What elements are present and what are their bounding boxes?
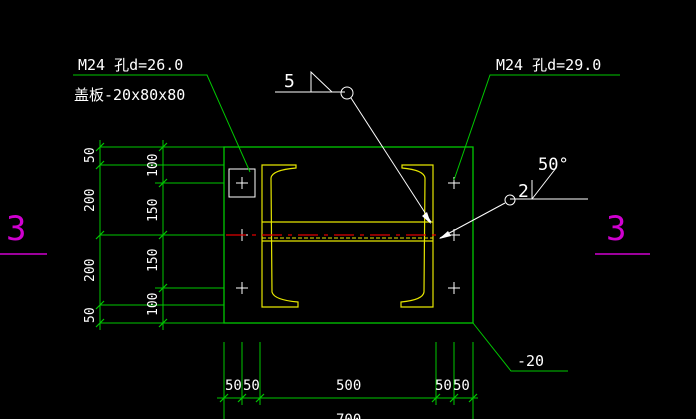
dim-left-ticks — [95, 142, 168, 328]
dim-bottom-4: 50 — [453, 378, 470, 394]
dim-bottom-3: 50 — [435, 378, 452, 394]
dim-bottom-ticks — [219, 393, 478, 403]
section-mark-left: 3 — [0, 209, 47, 255]
label-bolt-right: M24 孔d=29.0 — [496, 56, 601, 74]
dim-left-lines — [99, 140, 224, 330]
leader-plate-thickness — [472, 322, 568, 372]
dim-left-inner-1: 150 — [146, 199, 161, 222]
weld-arrow-top — [422, 212, 431, 224]
dim-left-inner-3: 100 — [146, 293, 161, 316]
bolt-hole — [448, 282, 460, 294]
dim-left-inner-0: 100 — [146, 154, 161, 177]
weld-right-number: 2 — [518, 181, 529, 202]
leader-bolt-right — [453, 74, 620, 181]
dim-left-outer-0: 50 — [83, 147, 98, 163]
cover-plate-square — [228, 168, 256, 198]
dim-bottom-text: 50 50 500 50 50 700 — [225, 378, 470, 419]
dim-bottom-total: 700 — [336, 412, 361, 419]
channel-right — [400, 164, 434, 308]
dim-left-outer-3: 50 — [83, 307, 98, 323]
dim-bottom-0: 50 — [225, 378, 242, 394]
leader-bolt-left — [73, 74, 251, 173]
dim-left-outer-text: 50 200 200 50 — [83, 147, 98, 323]
label-bolt-left: M24 孔d=26.0 — [78, 56, 183, 74]
weld-top-number: 5 — [284, 71, 295, 92]
dim-bottom-2: 500 — [336, 378, 361, 394]
weld-symbol-right — [439, 167, 588, 239]
dim-left-outer-2: 200 — [83, 259, 98, 282]
bolt-hole — [236, 177, 248, 189]
weld-angle: 50° — [538, 155, 569, 175]
weld-symbol-top — [275, 70, 432, 223]
bolt-hole — [236, 282, 248, 294]
section-mark-right: 3 — [595, 209, 650, 255]
label-plate-thickness: -20 — [517, 352, 544, 370]
channel-left — [261, 164, 299, 308]
dim-left-inner-2: 150 — [146, 249, 161, 272]
section-mark-left-label: 3 — [6, 209, 26, 249]
dim-left-outer-1: 200 — [83, 189, 98, 212]
dim-left-inner-text: 100 150 150 100 — [146, 154, 161, 316]
section-mark-right-label: 3 — [606, 209, 626, 249]
label-cover-plate: 盖板-20x80x80 — [74, 86, 185, 104]
weld-arrow-right — [439, 231, 451, 239]
dim-bottom-1: 50 — [243, 378, 260, 394]
